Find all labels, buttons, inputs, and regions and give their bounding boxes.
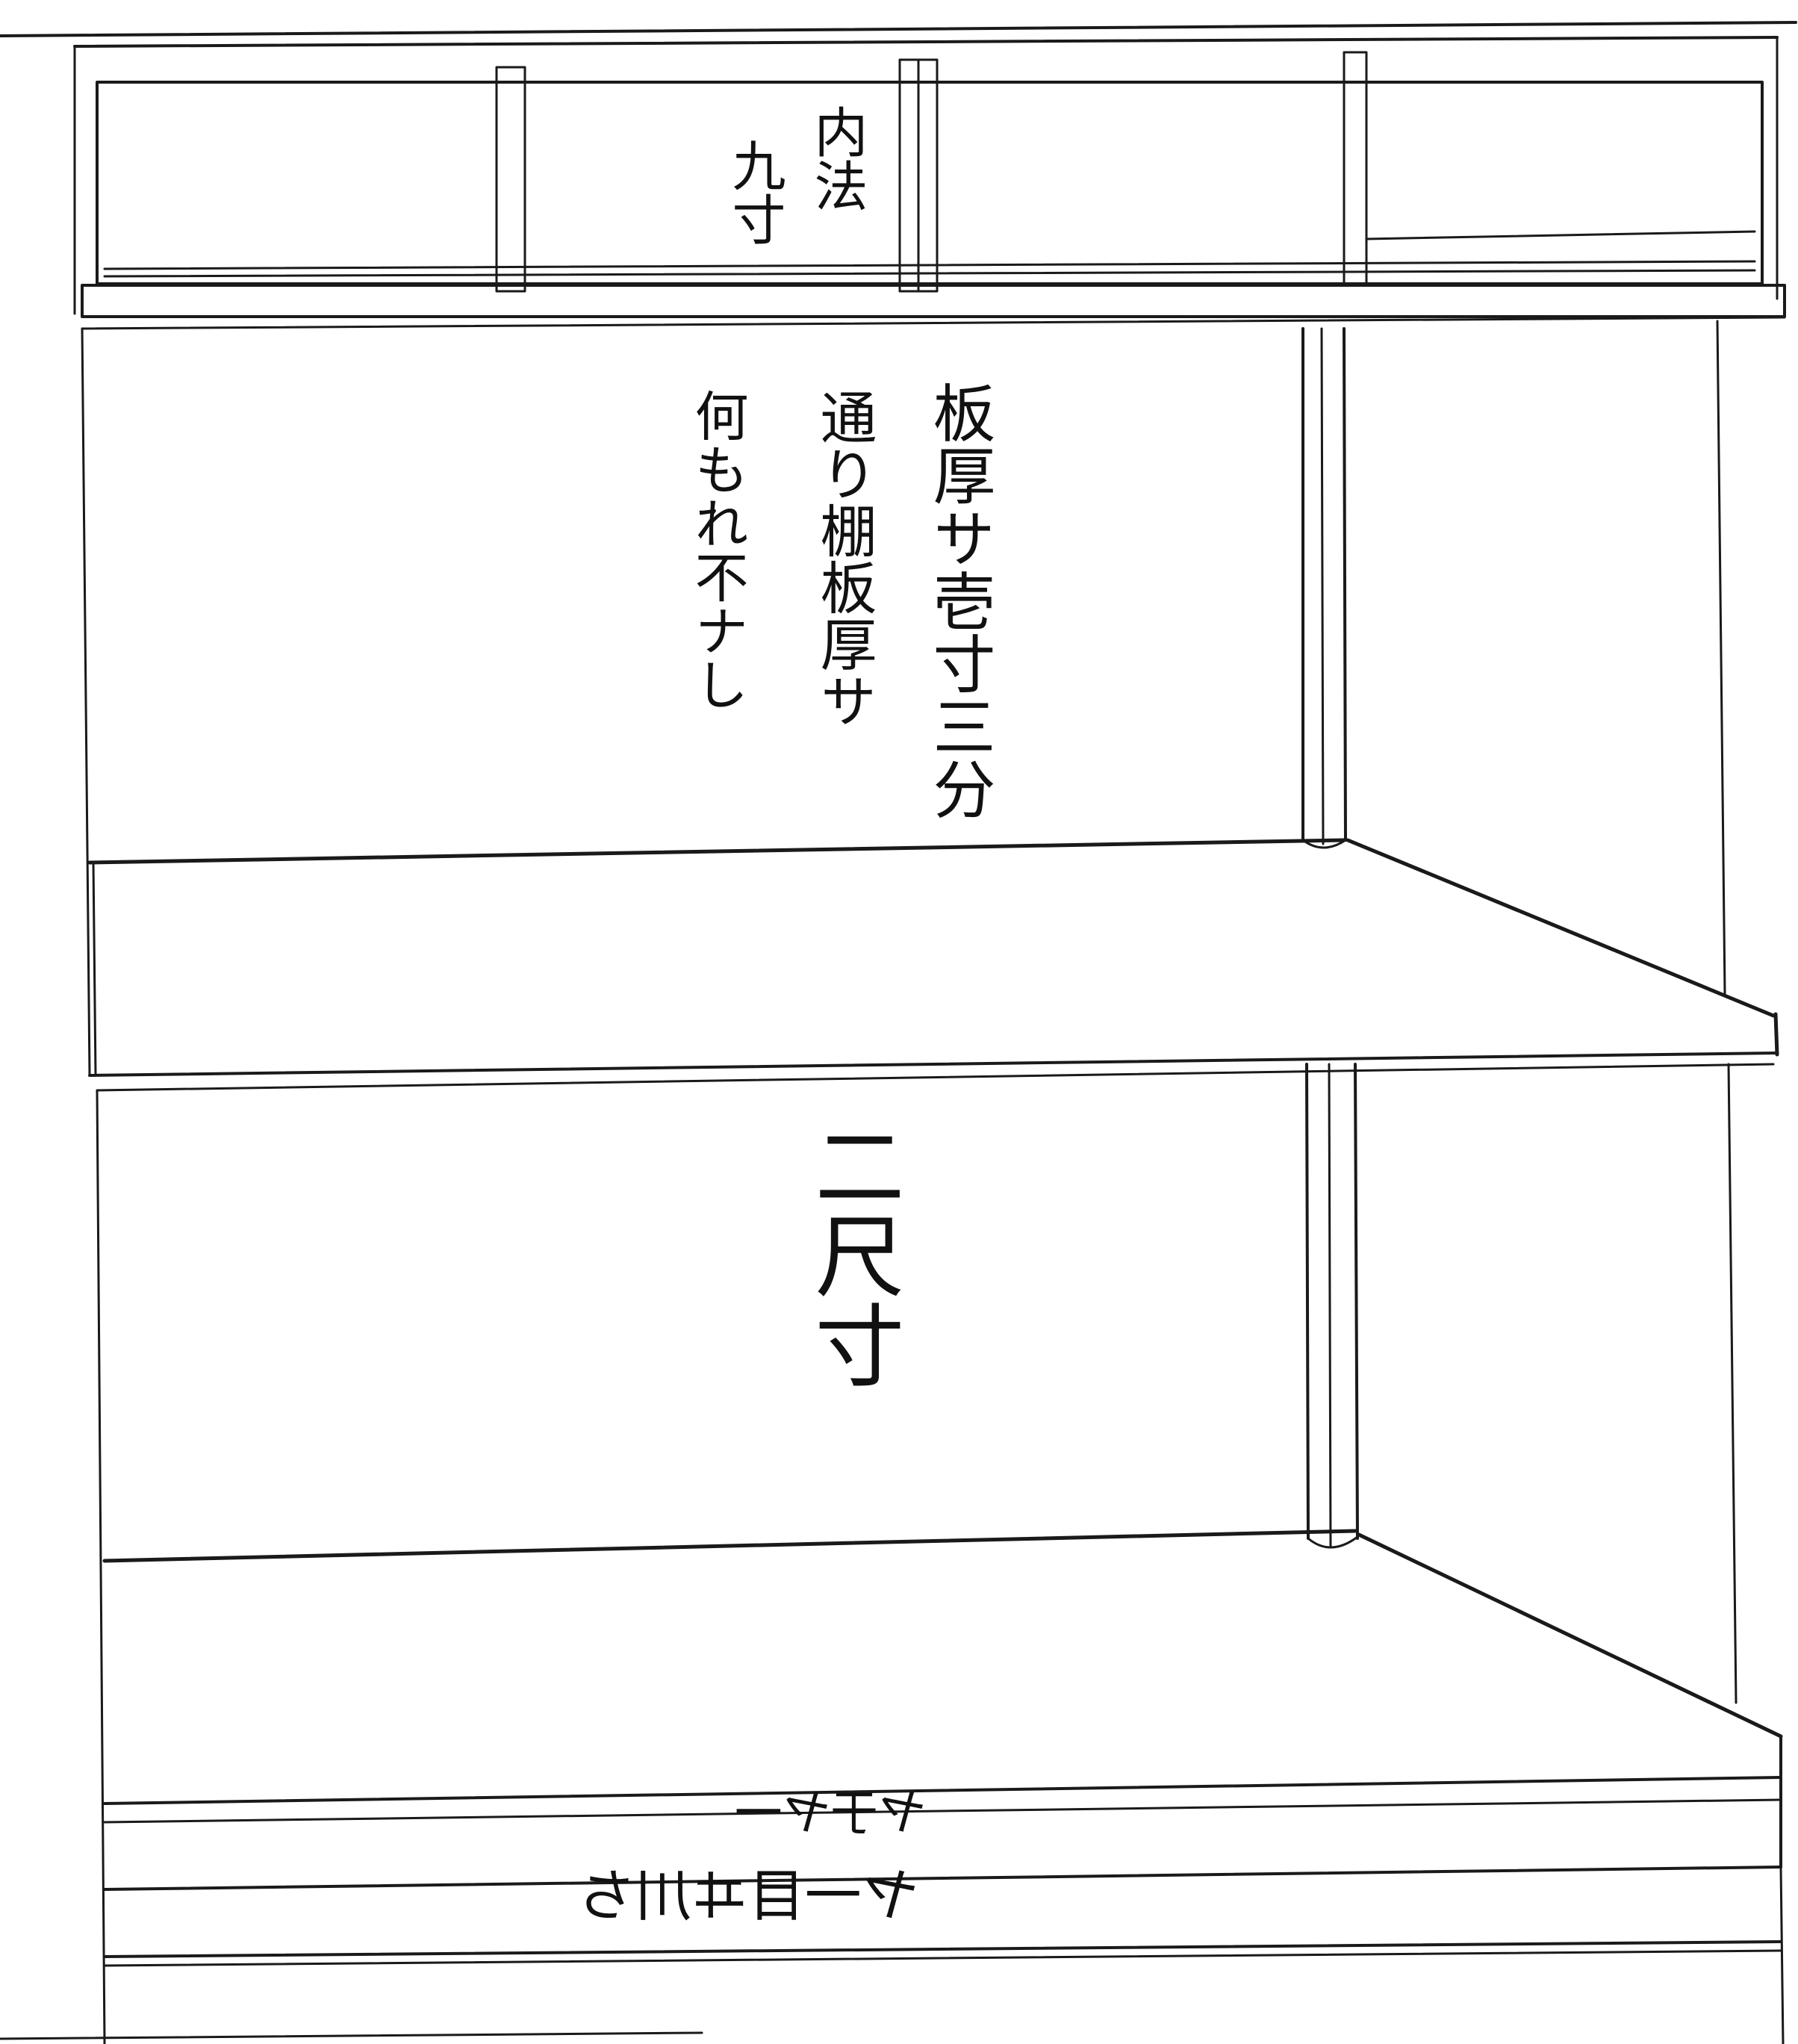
lower-dimension-note: 二尺寸 (800, 1120, 903, 1389)
bottom-edge (0, 2031, 703, 2040)
upper-post (1301, 327, 1347, 849)
mirrored-line2: ヤ一目ヰ川ち (578, 1863, 918, 1929)
left-wall-edge (81, 327, 91, 1077)
lower-shelf-board (102, 1529, 1785, 2044)
shelf-note-col1: 板厚サ壱寸三分 (923, 381, 996, 820)
left-wall-edge-lower (96, 1089, 106, 2044)
lower-post (1305, 1063, 1359, 1549)
transom-note-col2: 九寸 (723, 138, 786, 246)
shelf-note-col3: 何もれ不ナし (685, 388, 748, 711)
shelf-note-col2: 通り棚板厚サ (811, 388, 877, 729)
transom-note-col1: 内法 (805, 105, 868, 212)
top-lintel (0, 21, 1797, 315)
upper-shelf-board (87, 838, 1779, 1092)
lower-back-wall (1727, 1063, 1738, 1704)
transom-rail (81, 284, 1786, 330)
mirrored-line1: ヤ于ヤ一 (735, 1786, 926, 1842)
transom-panels (96, 51, 1764, 293)
upper-back-wall (1716, 320, 1726, 995)
mirrored-writing: ヤ于ヤ一 ヤ一目ヰ川ち (578, 1786, 926, 1929)
